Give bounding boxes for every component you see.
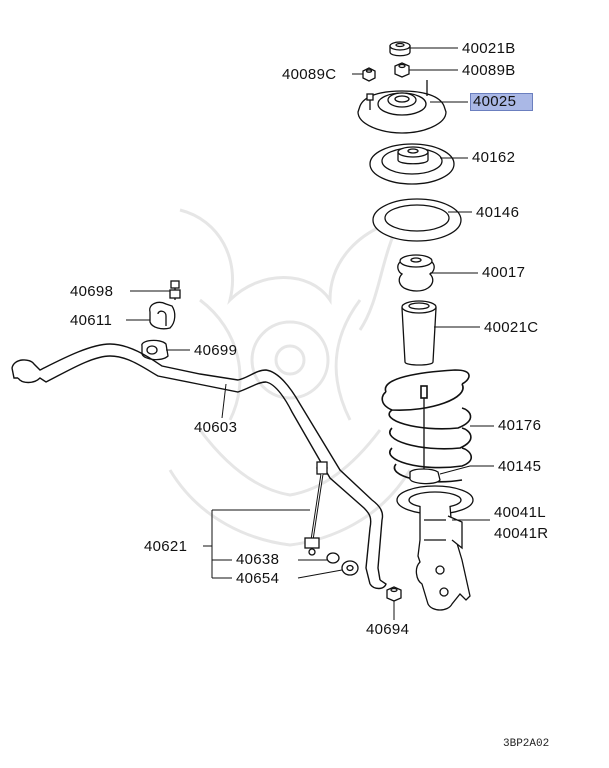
label-40145[interactable]: 40145 bbox=[498, 458, 542, 475]
label-40021B[interactable]: 40021B bbox=[462, 40, 516, 57]
label-40089C[interactable]: 40089C bbox=[282, 66, 337, 83]
part-40638-drawing bbox=[326, 552, 340, 564]
label-40638[interactable]: 40638 bbox=[236, 551, 280, 568]
part-40021B-drawing bbox=[389, 41, 411, 57]
label-40603[interactable]: 40603 bbox=[194, 419, 238, 436]
label-40017[interactable]: 40017 bbox=[482, 264, 526, 281]
label-40041R[interactable]: 40041R bbox=[494, 525, 549, 542]
part-40021C-drawing bbox=[401, 300, 437, 366]
watermark-logo bbox=[168, 208, 412, 547]
diagram-code: 3BP2A02 bbox=[503, 738, 550, 750]
part-40603-drawing bbox=[11, 343, 387, 590]
label-40176[interactable]: 40176 bbox=[498, 417, 542, 434]
part-40089C-drawing bbox=[362, 67, 376, 82]
label-40621[interactable]: 40621 bbox=[144, 538, 188, 555]
part-40041-drawing bbox=[396, 485, 474, 611]
part-40621-drawing bbox=[304, 461, 328, 556]
label-40611[interactable]: 40611 bbox=[70, 312, 113, 329]
part-40089B-drawing bbox=[394, 62, 410, 78]
label-40162[interactable]: 40162 bbox=[472, 149, 516, 166]
part-40654-drawing bbox=[341, 560, 359, 576]
part-40162-drawing bbox=[369, 143, 455, 185]
part-40017-drawing bbox=[397, 254, 435, 292]
label-40699[interactable]: 40699 bbox=[194, 342, 238, 359]
label-40146[interactable]: 40146 bbox=[476, 204, 520, 221]
part-40698-drawing bbox=[169, 280, 181, 300]
part-40025-drawing bbox=[357, 80, 447, 134]
part-40699-drawing bbox=[141, 339, 169, 361]
leader-lines bbox=[126, 47, 494, 620]
part-40145-drawing bbox=[409, 468, 441, 485]
label-40694[interactable]: 40694 bbox=[366, 621, 410, 638]
label-40654[interactable]: 40654 bbox=[236, 570, 280, 587]
label-40698[interactable]: 40698 bbox=[70, 283, 114, 300]
label-40025-highlighted[interactable]: 40025 bbox=[470, 93, 534, 111]
label-40041L[interactable]: 40041L bbox=[494, 504, 546, 521]
label-40021C[interactable]: 40021C bbox=[484, 319, 539, 336]
part-40611-drawing bbox=[149, 301, 176, 330]
label-40089B[interactable]: 40089B bbox=[462, 62, 516, 79]
part-40176-drawing bbox=[381, 369, 472, 483]
part-40146-drawing bbox=[372, 198, 462, 242]
part-40694-drawing bbox=[386, 586, 402, 602]
